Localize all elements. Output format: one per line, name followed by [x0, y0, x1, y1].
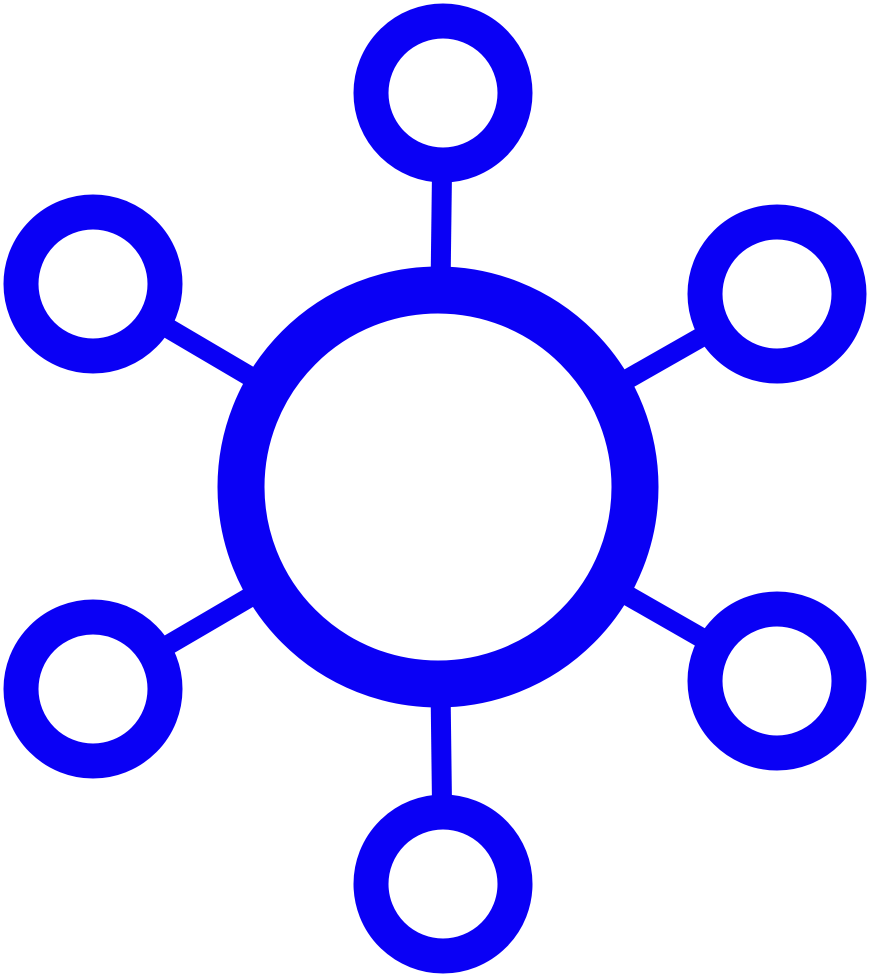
- connector-top-left: [161, 318, 257, 386]
- connector-lines: [161, 178, 708, 799]
- satellite-bottom-right-node: [687, 591, 867, 771]
- node-group: [3, 3, 867, 974]
- satellite-top-right-node: [687, 204, 867, 384]
- connector-top-right: [621, 327, 708, 389]
- connector-bottom-right: [620, 585, 708, 648]
- satellite-bottom-left-node: [3, 599, 183, 779]
- satellite-top-node: [353, 3, 533, 183]
- satellite-bottom-node: [353, 794, 533, 974]
- connector-bottom-left: [161, 587, 257, 655]
- connector-top: [430, 178, 452, 271]
- satellite-top-left-node: [3, 194, 183, 374]
- hub-node: [217, 266, 659, 708]
- connector-bottom: [430, 703, 452, 799]
